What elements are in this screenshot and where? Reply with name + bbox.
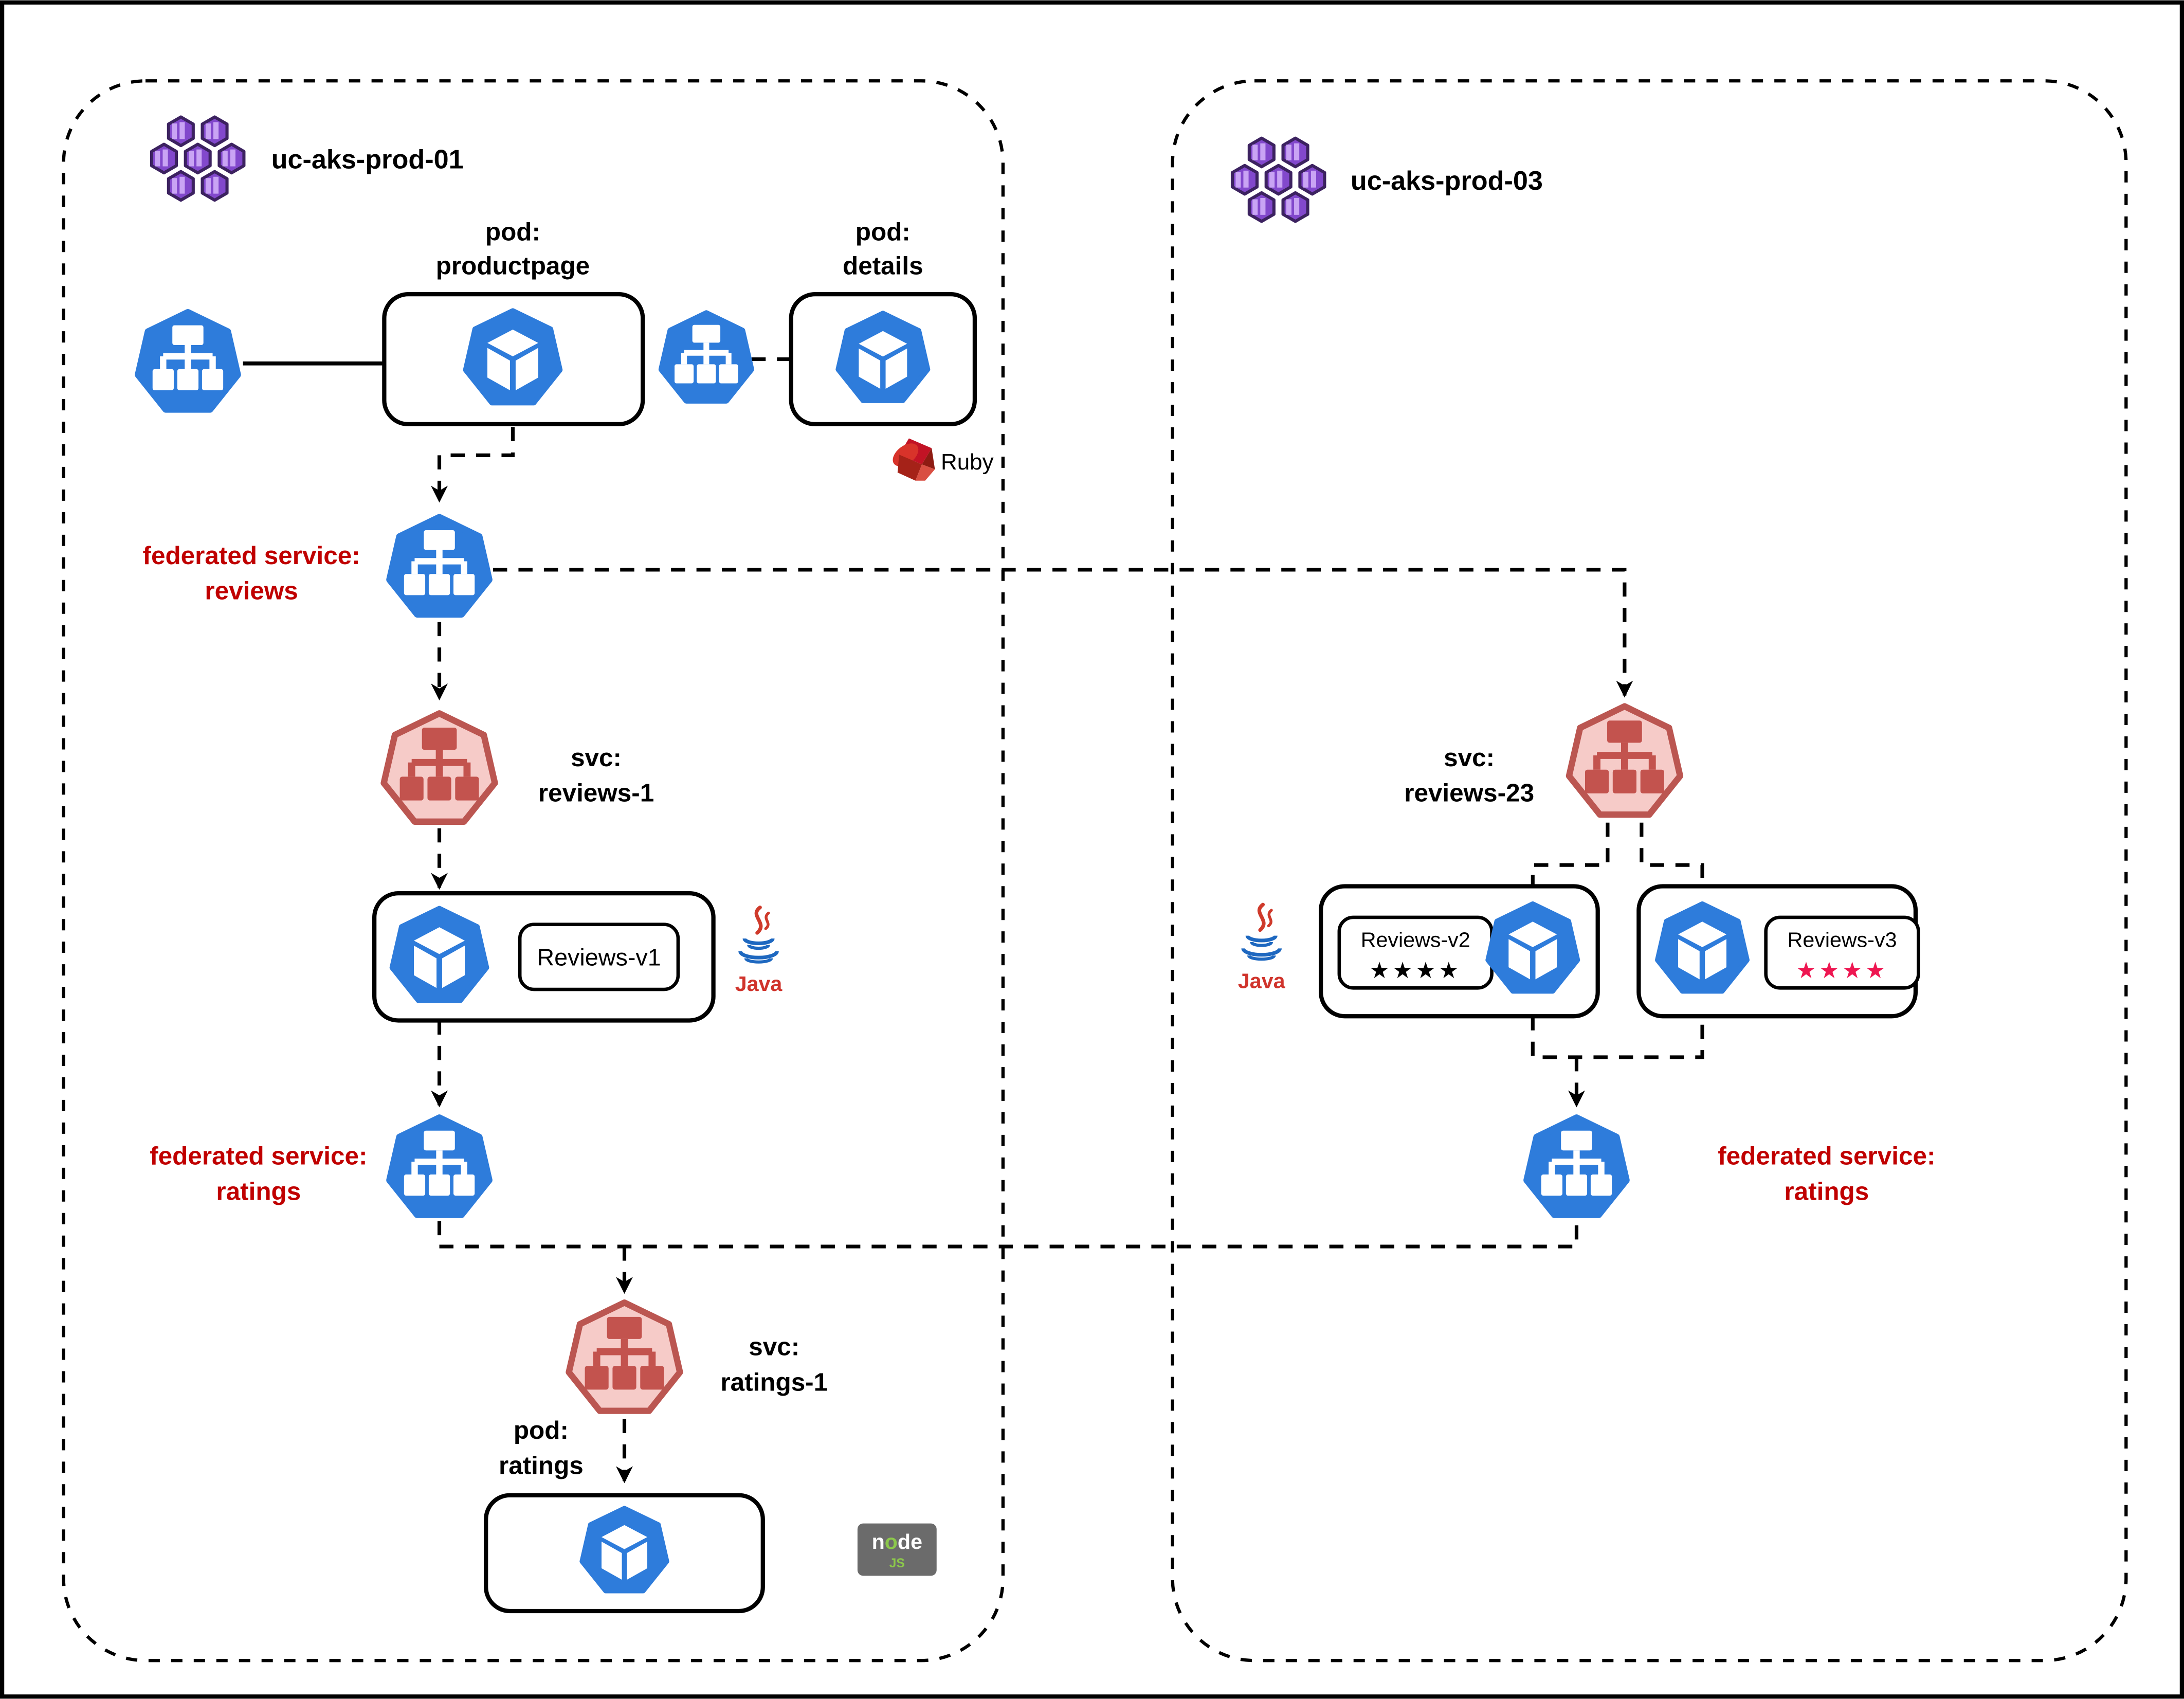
federated-ratings-left-label-line2: ratings	[216, 1177, 301, 1205]
federated-reviews-icon	[390, 517, 489, 614]
details-kind-label: pod:	[856, 218, 911, 246]
productpage-name-label: productpage	[436, 252, 590, 280]
federated-reviews-label-line2: reviews	[205, 577, 298, 605]
reviews-v3-pod-icon	[1658, 904, 1747, 991]
nodejs-icon: node JS	[857, 1523, 937, 1576]
cluster1-boundary	[62, 79, 1005, 1662]
edge-federated-reviews-to-svc-reviews-23	[493, 568, 1633, 698]
reviews-v1-label-box	[518, 923, 680, 991]
edge-productpage-to-federated-reviews	[431, 427, 515, 503]
svc-reviews-23-kind-label: svc:	[1444, 744, 1495, 772]
reviews-v2-stars: ★★★★	[1369, 958, 1462, 983]
reviews-v3-label: Reviews-v3	[1788, 928, 1897, 952]
federated-ratings-left-icon	[390, 1118, 489, 1215]
reviews-v1-pod-icon	[392, 909, 486, 1001]
details-name-label: details	[843, 252, 923, 280]
cluster-uc-aks-prod-03: uc-aks-prod-03 svc: reviews-23 Java Revi…	[1171, 79, 2128, 1662]
svc-ratings-1-name-label: ratings-1	[720, 1368, 828, 1396]
svc-reviews-1-name-label: reviews-1	[538, 779, 654, 807]
reviews-v1-label: Reviews-v1	[537, 944, 661, 970]
details-pod-icon	[838, 313, 927, 401]
productpage-pod-icon	[466, 311, 560, 403]
details-service-icon	[662, 314, 751, 401]
svc-reviews-23-icon	[1569, 707, 1680, 815]
java-label-reviews-v1: Java	[735, 972, 783, 996]
svc-ratings-1-icon	[569, 1303, 680, 1411]
svc-reviews-23-name-label: reviews-23	[1404, 779, 1534, 807]
reviews-v3-stars: ★★★★	[1796, 958, 1888, 983]
productpage-kind-label: pod:	[485, 218, 540, 246]
federated-ratings-right-label-line1: federated service:	[1718, 1142, 1935, 1170]
ratings-pod-icon	[582, 1508, 667, 1591]
svc-reviews-1-icon	[384, 713, 495, 821]
svc-reviews-1-kind-label: svc:	[571, 744, 622, 772]
federated-ratings-left-label-line1: federated service:	[150, 1142, 367, 1170]
reviews-v2-label: Reviews-v2	[1361, 928, 1470, 952]
cluster-uc-aks-prod-01: uc-aks-prod-01 pod: productpage pod: det…	[62, 79, 1633, 1662]
edge-v2-v3-join	[1531, 1016, 1704, 1059]
java-label-reviews-v23: Java	[1238, 969, 1286, 992]
federated-reviews-label-line1: federated service:	[142, 541, 360, 570]
reviews-v3-label-box	[1764, 915, 1920, 990]
federated-ratings-right-icon	[1527, 1118, 1626, 1215]
svg-text:node: node	[872, 1530, 922, 1553]
ratings-pod-name-label: ratings	[499, 1451, 584, 1479]
ruby-label: Ruby	[941, 449, 994, 475]
edge-svc-reviews-23-to-v2	[1524, 822, 1610, 904]
reviews-v2-pod-icon	[1488, 904, 1577, 991]
nodejs-js-label: JS	[889, 1557, 905, 1570]
federated-ratings-right-label-line2: ratings	[1784, 1177, 1869, 1205]
cluster2-boundary	[1171, 79, 2128, 1662]
svc-ratings-1-kind-label: svc:	[749, 1333, 799, 1361]
ingress-service-icon	[138, 313, 238, 409]
cluster2-title: uc-aks-prod-03	[1351, 166, 1543, 196]
edge-federated-ratings-bus	[437, 1221, 1579, 1249]
cluster1-title: uc-aks-prod-01	[271, 145, 464, 175]
ratings-pod-kind-label: pod:	[514, 1416, 569, 1444]
